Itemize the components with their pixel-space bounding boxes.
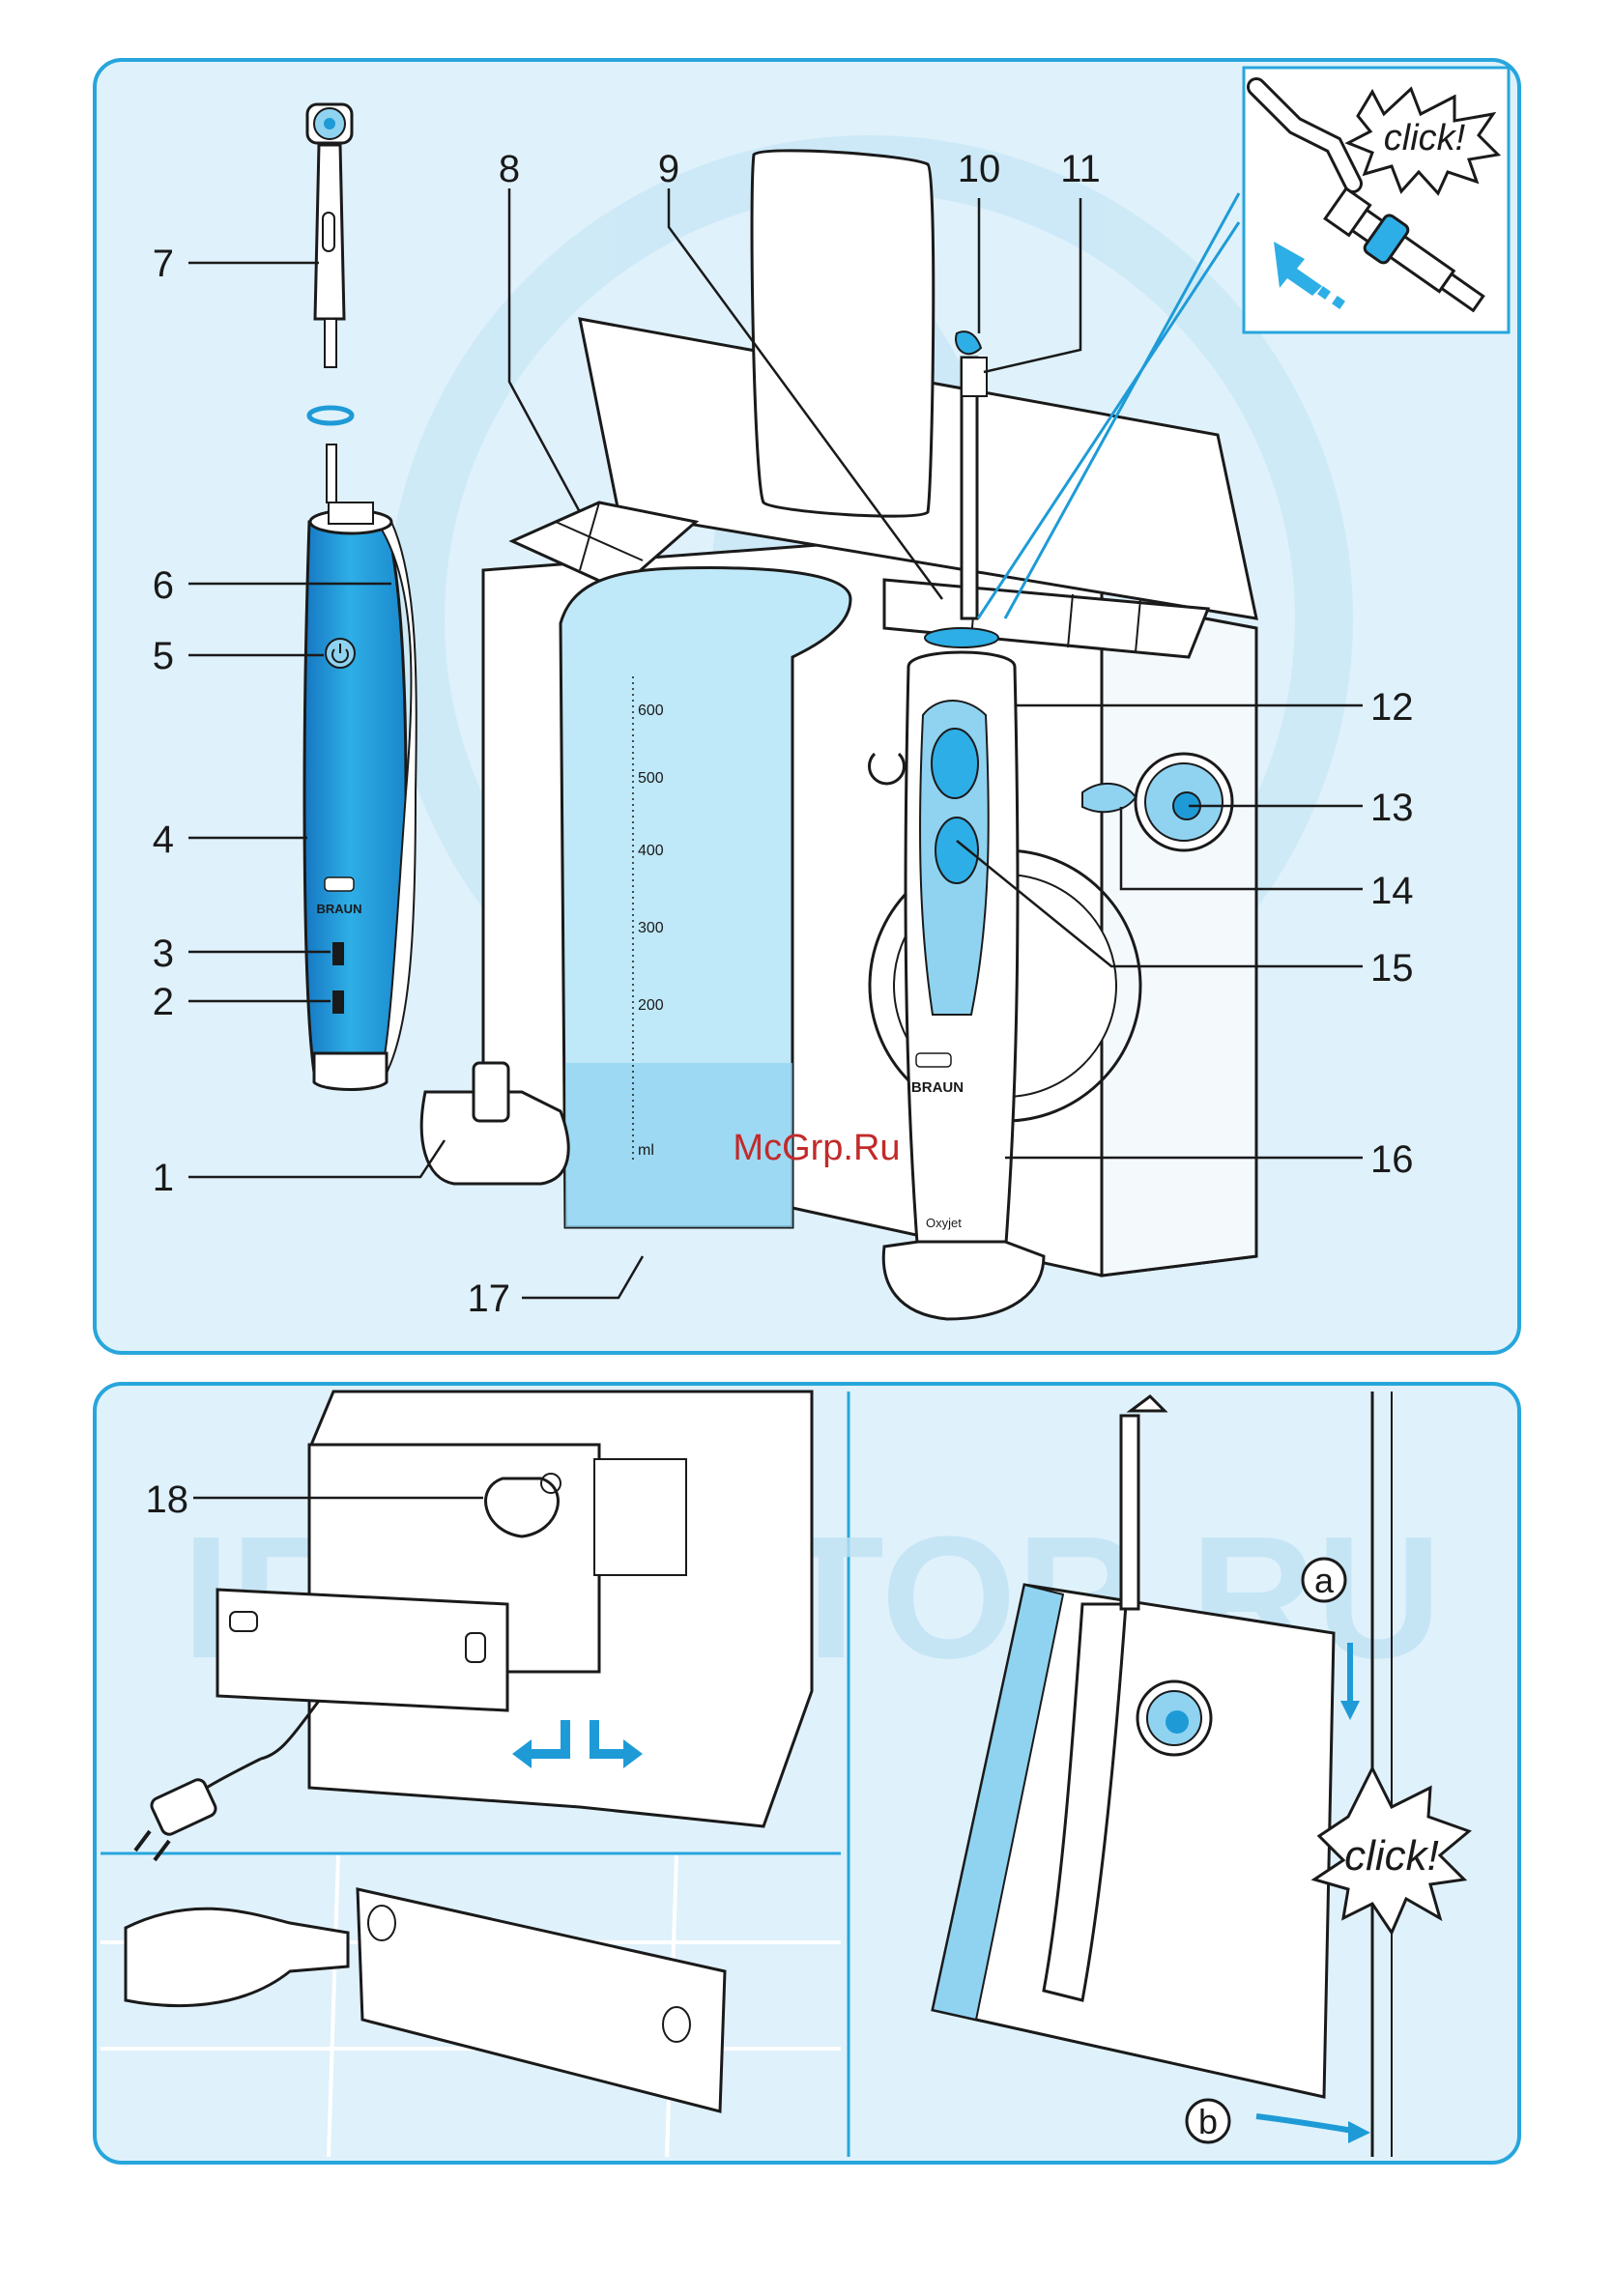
callout-11: 11 — [1060, 148, 1101, 190]
toothbrush-brand-text: BRAUN — [317, 902, 362, 916]
callout-15: 15 — [1370, 947, 1414, 990]
scale-400: 400 — [638, 843, 664, 859]
site-watermark: McGrp.Ru — [733, 1128, 900, 1168]
callout-7: 7 — [153, 243, 174, 285]
callout-16: 16 — [1370, 1138, 1414, 1181]
callout-17: 17 — [468, 1277, 511, 1320]
callout-13: 13 — [1370, 787, 1414, 829]
callout-5: 5 — [153, 635, 174, 677]
connector-detail-inset: click! — [1244, 68, 1509, 332]
click-label-bottom: click! — [1344, 1832, 1439, 1880]
callout-2: 2 — [153, 981, 174, 1023]
callout-14: 14 — [1370, 870, 1414, 912]
callout-10: 10 — [958, 148, 1001, 190]
callout-8: 8 — [499, 148, 520, 190]
step-marker-a: a — [1314, 1561, 1335, 1600]
handle-brand-text: BRAUN — [911, 1079, 964, 1096]
handle-model-text: Oxyjet — [926, 1216, 962, 1230]
scale-300: 300 — [638, 920, 664, 936]
scale-unit: ml — [638, 1142, 654, 1159]
power-button-icon — [326, 639, 355, 668]
scale-500: 500 — [638, 770, 664, 787]
callout-3: 3 — [153, 933, 174, 975]
scale-600: 600 — [638, 703, 664, 719]
callout-9: 9 — [658, 148, 679, 190]
scale-200: 200 — [638, 997, 664, 1014]
callout-4: 4 — [153, 818, 174, 861]
callout-6: 6 — [153, 564, 174, 607]
callout-18: 18 — [146, 1478, 189, 1521]
callout-1: 1 — [153, 1157, 174, 1199]
click-label-top: click! — [1384, 118, 1466, 158]
step-marker-b: b — [1198, 2102, 1218, 2141]
callout-12: 12 — [1370, 686, 1414, 729]
